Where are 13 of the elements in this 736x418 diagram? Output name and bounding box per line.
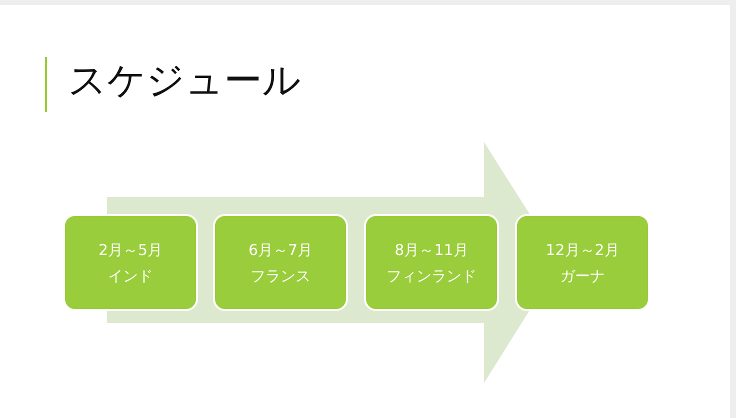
box-label: インド — [108, 266, 153, 286]
title: スケジュール — [68, 57, 301, 104]
process-box — [364, 214, 499, 311]
box-label: 6月～7月 — [248, 240, 313, 260]
box-label: 2月～5月 — [98, 240, 163, 260]
box-label: 12月～2月 — [546, 240, 620, 260]
box-label: フィンランド — [386, 266, 476, 286]
process-box — [515, 214, 650, 311]
box-label: フランス — [250, 266, 310, 286]
box-label: ガーナ — [560, 266, 605, 286]
box-label: 8月～11月 — [394, 240, 468, 260]
process-box — [213, 214, 348, 311]
process-box — [63, 214, 198, 311]
